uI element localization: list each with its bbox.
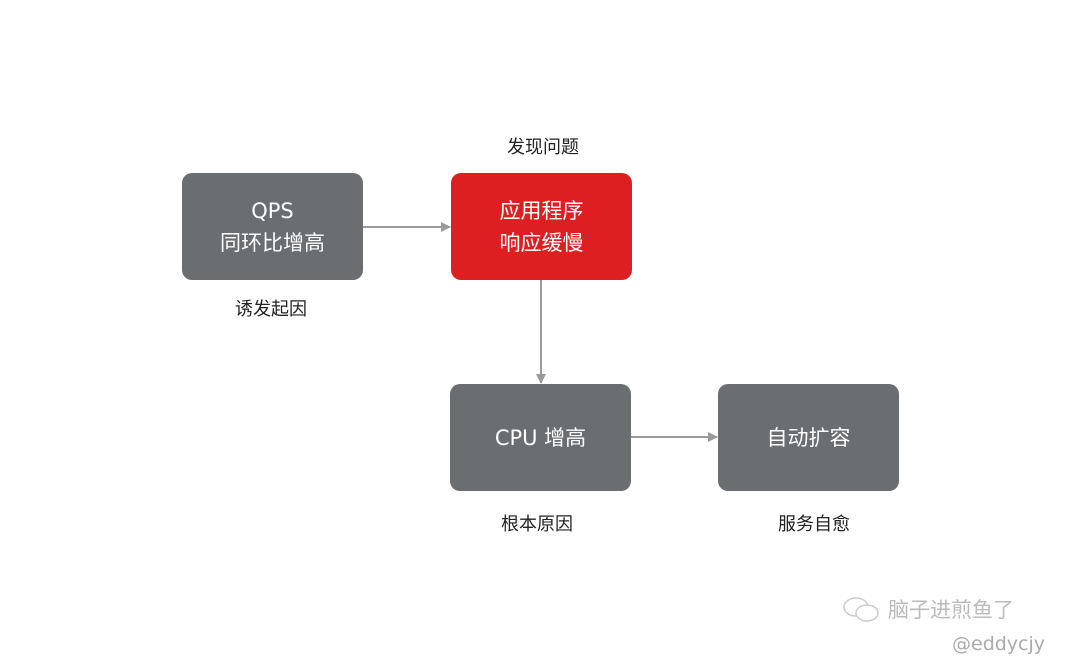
node-scale: 自动扩容: [718, 384, 899, 491]
node-cpu-line1: CPU 增高: [494, 425, 587, 450]
node-app-line2: 响应缓慢: [499, 230, 584, 255]
node-qps: QPS 同环比增高: [182, 173, 363, 280]
caption-qps: 诱发起因: [235, 299, 307, 320]
node-cpu: CPU 增高: [450, 384, 631, 491]
watermark: 脑子进煎鱼了: [842, 596, 1014, 624]
wechat-icon: [843, 597, 879, 622]
node-qps-line2: 同环比增高: [220, 230, 325, 255]
watermark-name: 脑子进煎鱼了: [888, 598, 1014, 622]
node-app: 应用程序 响应缓慢: [451, 173, 632, 280]
caption-cpu: 根本原因: [501, 514, 573, 535]
node-scale-line1: 自动扩容: [766, 425, 851, 450]
caption-app: 发现问题: [507, 137, 579, 158]
caption-scale: 服务自愈: [778, 514, 850, 535]
watermark-handle: @eddycjy: [952, 633, 1046, 655]
node-qps-line1: QPS: [251, 198, 294, 223]
node-app-line1: 应用程序: [499, 198, 584, 223]
